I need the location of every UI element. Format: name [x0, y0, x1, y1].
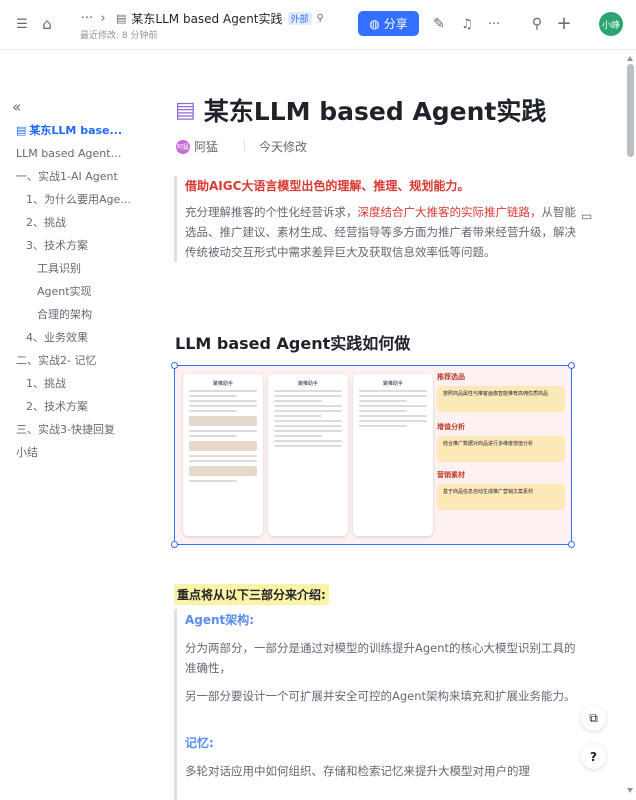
outline-item[interactable]: 工具识别 — [37, 262, 81, 275]
vertical-scrollbar[interactable] — [624, 52, 636, 800]
divider — [244, 141, 246, 152]
outline-item[interactable]: Agent实现 — [37, 285, 92, 298]
selected-image[interactable]: 聚推助手 聚推助手 聚推助手 推荐选品 按照商品属性与推客画像智能推荐高佣优质商… — [174, 365, 572, 545]
external-badge: 外部 — [287, 12, 312, 25]
resize-handle[interactable] — [568, 541, 575, 548]
outline-item-title[interactable]: ▤某东LLM base... — [16, 124, 123, 137]
callout-quote: 借助AIGC大语言模型出色的理解、推理、规划能力。 充分理解推客的个性化经营诉求… — [174, 176, 584, 262]
feature-card-text: 按照商品属性与推客画像智能推荐高佣优质商品 — [437, 386, 565, 412]
pip-icon: ⧉ — [589, 711, 598, 725]
search-icon[interactable]: ⚲ — [531, 16, 543, 32]
help-button[interactable]: ? — [581, 744, 606, 769]
home-icon[interactable]: ⌂ — [42, 15, 52, 33]
updated-time: 今天修改 — [259, 140, 308, 154]
memory-body: 多轮对话应用中如何组织、存储和检索记忆来提升大模型对用户的理 — [185, 764, 530, 778]
agent-arch-body-1: 分为两部分，一部分是通过对模型的训练提升Agent的核心大模型识别工具的准确性， — [185, 641, 576, 675]
phone-screenshot: 聚推助手 — [268, 374, 348, 536]
feature-card-title: 增值分析 — [437, 423, 465, 431]
scroll-thumb[interactable] — [627, 64, 634, 157]
share-button[interactable]: ◍ 分享 — [358, 11, 419, 36]
top-bar: ☰ ⌂ ··· › ▤ 某东LLM based Agent实践 外部 ⚲ 最近修… — [0, 0, 636, 50]
phone-header: 聚推助手 — [382, 381, 403, 387]
outline-item[interactable]: 三、实战3-快捷回复 — [16, 423, 115, 436]
outline-item[interactable]: 4、业务效果 — [26, 331, 88, 344]
author-row: 阿猛 阿猛 今天修改 — [176, 138, 307, 155]
outline-item[interactable]: 3、技术方案 — [26, 239, 88, 252]
last-modified: 最近修改: 8 分钟前 — [80, 31, 158, 41]
details-quote: Agent架构: 分为两部分，一部分是通过对模型的训练提升Agent的核心大模型… — [174, 609, 584, 800]
globe-icon: ◍ — [369, 16, 380, 31]
outline-item[interactable]: 2、挑战 — [26, 216, 66, 229]
resize-handle[interactable] — [568, 362, 575, 369]
callout-title: 借助AIGC大语言模型出色的理解、推理、规划能力。 — [185, 179, 470, 193]
outline-item[interactable]: 合理的架构 — [37, 308, 92, 321]
more-icon[interactable]: ··· — [487, 16, 501, 32]
outline-item[interactable]: 2、技术方案 — [26, 400, 88, 413]
outline-item[interactable]: 1、挑战 — [26, 377, 66, 390]
page-title-text: 某东LLM based Agent实践 — [203, 97, 547, 126]
outline-item[interactable]: 1、为什么要用Age... — [26, 193, 131, 206]
phone-screenshot: 聚推助手 — [353, 374, 433, 536]
collapse-outline-icon[interactable]: « — [12, 98, 22, 116]
resize-handle[interactable] — [171, 541, 178, 548]
outline-item[interactable]: 一、实战1-AI Agent — [16, 170, 118, 183]
feature-card-title: 营销素材 — [437, 471, 465, 479]
bell-icon[interactable]: ♫ — [461, 16, 473, 32]
outline-item[interactable]: 二、实战2- 记忆 — [16, 354, 97, 367]
agent-arch-body-2: 另一部分要设计一个可扩展并安全可控的Agent架构来填充和扩展业务能力。 — [185, 689, 576, 703]
feature-card: 增值分析 结合推广数据对商品进行多维度增值分析 — [437, 422, 565, 462]
doc-icon: ▤ — [16, 124, 27, 137]
add-icon[interactable]: + — [556, 12, 572, 34]
scroll-up-arrow-icon[interactable] — [627, 56, 633, 61]
edit-icon[interactable]: ✎ — [433, 16, 445, 32]
agent-arch-heading: Agent架构: — [185, 613, 255, 627]
pip-button[interactable]: ⧉ — [581, 706, 606, 731]
memory-heading: 记忆: — [185, 736, 214, 750]
section-heading: LLM based Agent实践如何做 — [175, 334, 411, 353]
comment-icon[interactable]: ▭ — [581, 209, 593, 223]
help-icon: ? — [590, 749, 597, 764]
share-label: 分享 — [383, 17, 408, 31]
outline-item[interactable]: 小结 — [16, 446, 38, 459]
feature-card: 推荐选品 按照商品属性与推客画像智能推荐高佣优质商品 — [437, 372, 565, 412]
phone-header: 聚推助手 — [297, 381, 318, 387]
doc-icon: ▤ — [116, 12, 127, 25]
pin-icon[interactable]: ⚲ — [316, 13, 324, 24]
chevron-right-icon: › — [100, 10, 106, 26]
outline-toggle-icon[interactable]: ☰ — [16, 16, 28, 32]
feature-card: 营销素材 基于商品信息自动生成推广营销文案素材 — [437, 470, 565, 510]
resize-handle[interactable] — [171, 362, 178, 369]
doc-emoji-icon: ▤ — [175, 97, 196, 123]
callout-body: 充分理解推客的个性化经营诉求，深度结合广大推客的实际推广链路，从智能选品、推广建… — [185, 205, 576, 259]
doc-title[interactable]: 某东LLM based Agent实践 — [131, 12, 283, 26]
feature-card-text: 基于商品信息自动生成推广营销文案素材 — [437, 484, 565, 510]
author-avatar[interactable]: 阿猛 — [176, 139, 190, 154]
feature-card-title: 推荐选品 — [437, 373, 465, 381]
breadcrumb-current[interactable]: ▤ 某东LLM based Agent实践 外部 ⚲ — [116, 10, 324, 27]
page-title: ▤ 某东LLM based Agent实践 — [175, 92, 546, 128]
author-name[interactable]: 阿猛 — [194, 140, 219, 154]
highlighted-text: 重点将从以下三部分来介绍: — [174, 584, 329, 605]
breadcrumb-more-icon[interactable]: ··· — [80, 10, 94, 26]
feature-card-text: 结合推广数据对商品进行多维度增值分析 — [437, 436, 565, 462]
scroll-down-arrow-icon[interactable] — [627, 788, 633, 793]
outline-item[interactable]: LLM based Agent实... — [16, 147, 126, 160]
phone-screenshot: 聚推助手 — [183, 374, 263, 536]
callout-highlight: 深度结合广大推客的实际推广链路， — [357, 205, 542, 219]
user-avatar[interactable]: 小峥 — [599, 12, 623, 36]
phone-header: 聚推助手 — [212, 381, 233, 387]
